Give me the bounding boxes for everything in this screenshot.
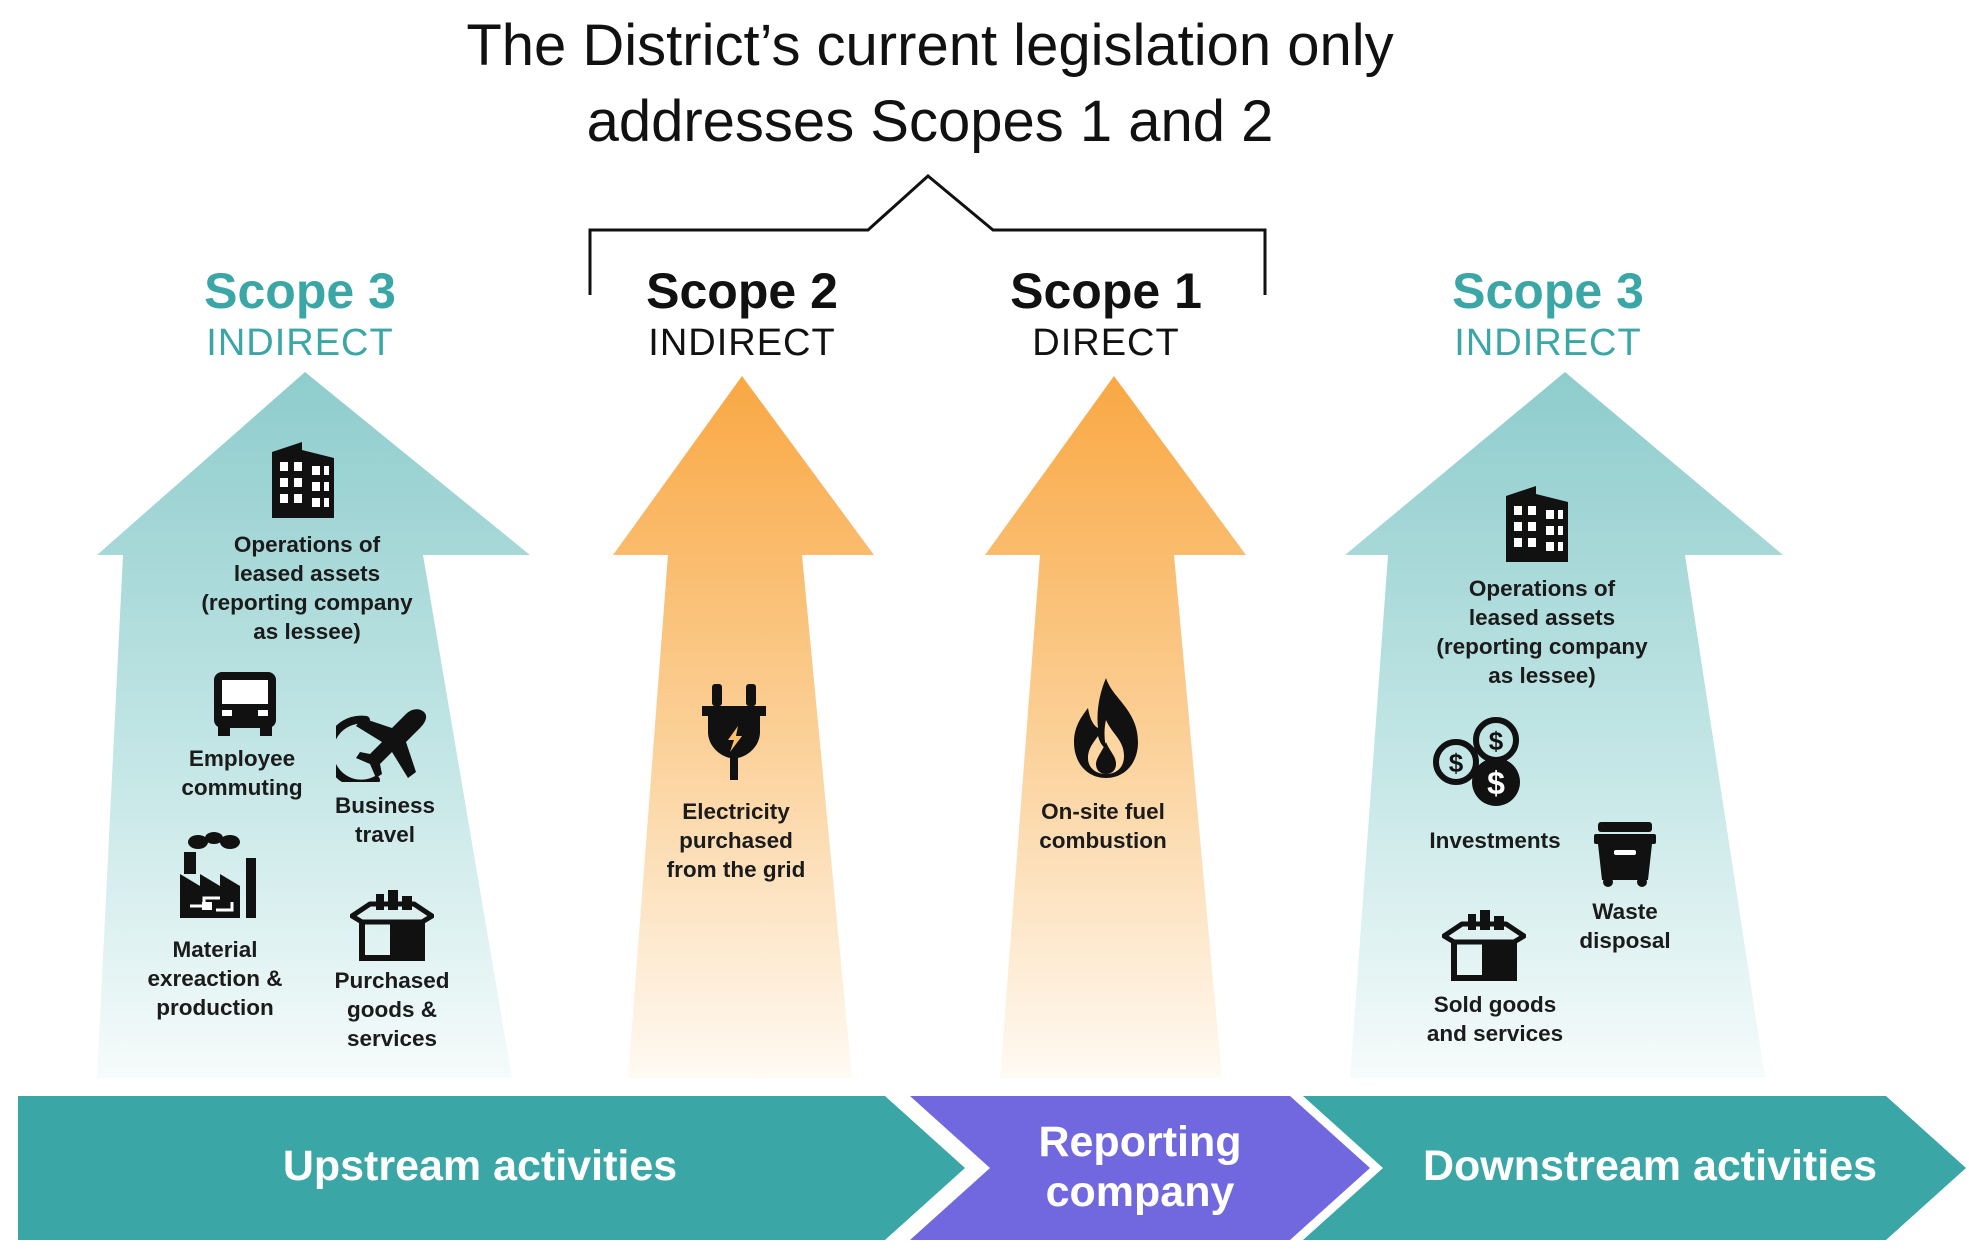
- downstream-scope-type: INDIRECT: [1454, 322, 1642, 364]
- scope1-type: DIRECT: [1032, 322, 1180, 364]
- scope2-type: INDIRECT: [648, 322, 836, 364]
- downstream-scope-heading: Scope 3: [1452, 263, 1644, 319]
- plug-icon: [702, 684, 766, 780]
- coins-icon: $ $ $: [1433, 717, 1520, 806]
- downstream-leased-assets-label: Operations of leased assets (reporting c…: [1436, 576, 1648, 688]
- downstream-arrow: [1345, 372, 1783, 1078]
- upstream-activities-label: Upstream activities: [282, 1142, 678, 1190]
- material-extraction-label: Material exreaction & production: [147, 937, 283, 1020]
- investments-label: Investments: [1429, 828, 1561, 853]
- upstream-scope-type: INDIRECT: [206, 322, 394, 364]
- upstream-scope-heading: Scope 3: [204, 263, 396, 319]
- svg-text:$: $: [1449, 748, 1464, 778]
- dumpster-icon: [1594, 822, 1656, 887]
- flame-icon: [1074, 678, 1138, 778]
- airplane-icon: [336, 709, 427, 782]
- downstream-activities-label: Downstream activities: [1422, 1142, 1878, 1190]
- box-icon: [350, 890, 434, 961]
- employee-commuting-label: Employee commuting: [181, 746, 303, 800]
- sold-goods-label: Sold goods and services: [1426, 992, 1564, 1046]
- scope-bracket: [588, 174, 1267, 295]
- svg-text:$: $: [1487, 765, 1505, 801]
- downstream-band: [1303, 1096, 1966, 1240]
- svg-text:$: $: [1489, 726, 1504, 756]
- reporting-company-label: Reporting company: [1038, 1118, 1242, 1216]
- scope2-heading: Scope 2: [646, 263, 838, 319]
- factory-icon: [180, 832, 256, 918]
- fuel-combustion-label: On-site fuel combustion: [1039, 799, 1167, 853]
- reporting-band: [910, 1096, 1370, 1240]
- electricity-label: Electricity purchased from the grid: [666, 799, 806, 882]
- upstream-band: [18, 1096, 965, 1240]
- diagram-title: The District’s current legislation only …: [466, 13, 1394, 154]
- scope1-heading: Scope 1: [1010, 263, 1202, 319]
- building-icon: [272, 442, 334, 518]
- box-icon: [1442, 910, 1526, 981]
- purchased-goods-label: Purchased goods & services: [334, 968, 450, 1051]
- upstream-leased-assets-label: Operations of leased assets (reporting c…: [201, 532, 413, 644]
- bus-icon: [214, 672, 276, 736]
- business-travel-label: Business travel: [334, 793, 436, 847]
- building-icon: [1506, 486, 1568, 562]
- waste-disposal-label: Waste disposal: [1579, 899, 1671, 953]
